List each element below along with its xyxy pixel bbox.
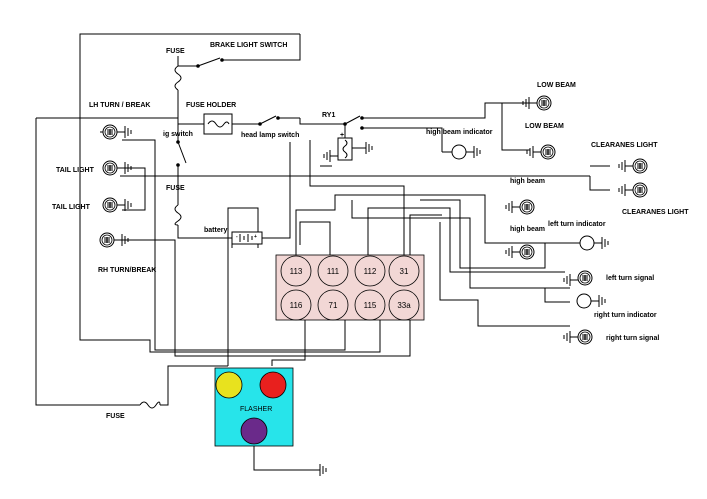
- svg-text:FUSE: FUSE: [166, 185, 185, 192]
- flasher-label: FLASHER: [240, 406, 272, 413]
- high-beam-indicator: high beam indicator: [426, 129, 493, 160]
- svg-text:LOW BEAM: LOW BEAM: [537, 82, 576, 89]
- wires: [35, 33, 610, 471]
- left-turn-signal: left turn signal: [563, 270, 654, 287]
- svg-text:RH TURN/BREAK: RH TURN/BREAK: [98, 267, 156, 274]
- connector-pin-115: [354, 289, 386, 321]
- flasher-yellow-terminal: [215, 371, 243, 399]
- clearanes-light-2: CLEARANES LIGHT: [618, 182, 689, 216]
- svg-text:FUSE HOLDER: FUSE HOLDER: [186, 102, 236, 109]
- connector-pin-71: [317, 289, 349, 321]
- clearanes-light-1: CLEARANES LIGHT: [591, 142, 658, 174]
- fuse-top: FUSE: [166, 48, 185, 91]
- svg-text:CLEARANES LIGHT: CLEARANES LIGHT: [622, 209, 689, 216]
- connector-pin-116: [280, 289, 312, 321]
- svg-text:+: +: [254, 234, 257, 240]
- lh-turn-lamp: LH TURN / BREAK: [89, 102, 150, 140]
- right-turn-indicator: right turn indicator: [576, 293, 657, 319]
- ig-switch: ig switch: [163, 131, 193, 167]
- connector-pin-33a: [388, 289, 420, 321]
- fuse-bottom: FUSE: [106, 401, 161, 420]
- svg-text:high beam: high beam: [510, 226, 545, 233]
- svg-text:head lamp switch: head lamp switch: [241, 132, 299, 139]
- connector-pin-31: [388, 255, 420, 287]
- high-beam-2: high beam: [505, 226, 545, 260]
- svg-text:RY1: RY1: [322, 112, 335, 119]
- svg-text:CLEARANES LIGHT: CLEARANES LIGHT: [591, 142, 658, 149]
- right-turn-signal: right turn signal: [563, 329, 659, 345]
- connector-pin-113: [280, 255, 312, 287]
- connector-pin-label: 31: [400, 267, 409, 276]
- high-beam-1: high beam: [505, 178, 545, 215]
- flasher-unit: FLASHER: [214, 367, 327, 477]
- connector-pin-label: 33a: [397, 301, 411, 310]
- left-turn-indicator: left turn indicator: [548, 221, 609, 251]
- connector-pin-112: [354, 255, 386, 287]
- connector-pin-label: 111: [327, 267, 340, 276]
- connector-block: 113 111 112 31 116 71 115 33a: [275, 254, 425, 321]
- flasher-red-terminal: [259, 371, 287, 399]
- svg-text:FUSE: FUSE: [106, 413, 125, 420]
- svg-text:right turn indicator: right turn indicator: [594, 312, 657, 319]
- fuse-holder: FUSE HOLDER: [186, 102, 236, 135]
- flasher-purple-terminal: [240, 417, 268, 445]
- svg-text:+: +: [340, 132, 344, 139]
- svg-text:left turn indicator: left turn indicator: [548, 221, 606, 228]
- connector-pin-label: 115: [364, 301, 377, 310]
- connector-pin-label: 113: [290, 267, 303, 276]
- head-lamp-switch: head lamp switch: [241, 115, 299, 139]
- svg-text:high beam: high beam: [510, 178, 545, 185]
- connector-pin-label: 116: [290, 301, 303, 310]
- low-beam-2: LOW BEAM: [525, 123, 564, 160]
- connector-pin-label: 112: [364, 267, 377, 276]
- rh-turn-lamp: RH TURN/BREAK: [98, 232, 156, 274]
- svg-text:-: -: [236, 234, 238, 240]
- low-beam-1: LOW BEAM: [522, 82, 576, 111]
- tail-light-1: TAIL LIGHT: [56, 160, 132, 176]
- svg-text:battery: battery: [204, 227, 227, 234]
- svg-text:TAIL LIGHT: TAIL LIGHT: [56, 167, 95, 174]
- svg-text:left turn signal: left turn signal: [606, 275, 654, 282]
- svg-text:ig switch: ig switch: [163, 131, 193, 138]
- svg-text:TAIL LIGHT: TAIL LIGHT: [52, 204, 91, 211]
- connector-pin-label: 71: [329, 301, 338, 310]
- relay-ry1: RY1 +: [322, 112, 373, 163]
- svg-text:BRAKE LIGHT SWITCH: BRAKE LIGHT SWITCH: [210, 42, 287, 49]
- svg-text:FUSE: FUSE: [166, 48, 185, 55]
- battery: battery - +: [204, 227, 263, 245]
- svg-text:LH TURN / BREAK: LH TURN / BREAK: [89, 102, 150, 109]
- fuse-mid: FUSE: [166, 185, 185, 226]
- svg-text:LOW BEAM: LOW BEAM: [525, 123, 564, 130]
- svg-text:right turn signal: right turn signal: [606, 335, 659, 342]
- brake-light-switch: BRAKE LIGHT SWITCH: [196, 42, 287, 68]
- tail-light-2: TAIL LIGHT: [52, 197, 132, 213]
- svg-text:high beam indicator: high beam indicator: [426, 129, 493, 136]
- connector-pin-111: [317, 255, 349, 287]
